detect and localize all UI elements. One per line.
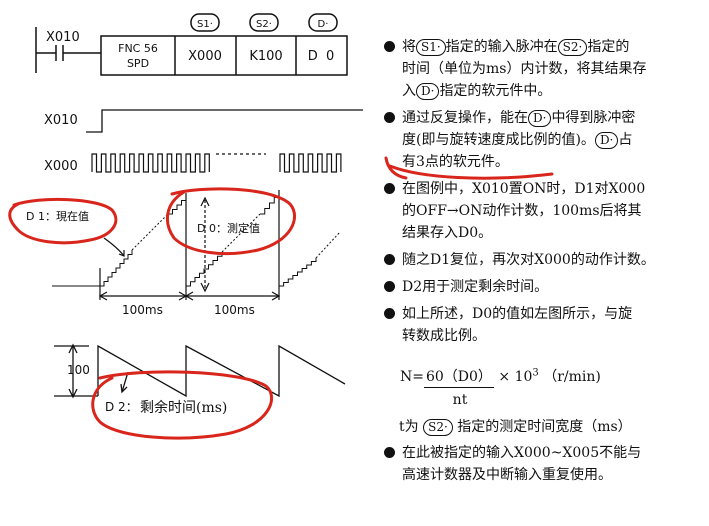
d2-annotation-a: D 2：: [105, 400, 138, 414]
circle-d1: [8, 197, 118, 245]
operand-badge: S2·: [423, 419, 453, 436]
tag-s1: [190, 13, 220, 32]
x000-label: X000: [44, 159, 78, 174]
ramp-3-dashed: [315, 231, 341, 259]
ramp-1-top: [168, 196, 187, 215]
interval-1-label: 100ms: [122, 303, 163, 317]
x000-pulse-train: [91, 153, 342, 173]
operand-badge: S2·: [557, 39, 588, 56]
ramp-2-dashed: [221, 213, 261, 253]
d1-counter-ramps: [52, 192, 341, 287]
bullet-dot: [384, 447, 395, 458]
pulse-group: [279, 153, 342, 173]
bullet-5: D2用于测定剩余时间。: [382, 276, 702, 298]
bullet-8: 在此被指定的输入X000~X005不能与 高速计数器及中断输入重复使用。: [382, 442, 702, 486]
operand-s2: K100: [249, 49, 282, 64]
interval-2-label: 100ms: [214, 303, 255, 317]
formula-numerator: 60（D0）: [423, 366, 494, 388]
value-100-label: 100: [67, 363, 90, 377]
red-markup: [8, 156, 554, 440]
bullet-dot: [384, 183, 395, 194]
formula-denominator: nt: [452, 392, 468, 408]
arrow-up: [200, 196, 210, 207]
bullet-dot: [384, 254, 395, 265]
x010-label: X010: [44, 113, 78, 128]
underline-hook: [384, 156, 408, 180]
tag-s2: [249, 13, 279, 32]
bullet-6: 如上所述，D0的值如左图所示，与旋 转数成比例。: [382, 303, 702, 347]
tag-d: [308, 13, 338, 32]
ramp-1-dashed: [131, 213, 169, 251]
t-definition: t为 S2· 指定的测定时间宽度（ms）: [399, 419, 632, 436]
d1-annotation: D 1：現在值: [26, 210, 89, 223]
ramp-3: [279, 258, 317, 287]
speed-formula: N=60（D0） × 103 （r/min) nt: [400, 366, 601, 408]
ramp-1: [100, 250, 133, 287]
bullet-dot: [384, 281, 395, 292]
ramp-2: [186, 252, 223, 287]
circle-d2: [91, 370, 273, 440]
circle-d0: [165, 187, 296, 256]
tag-s1-label: S1·: [197, 19, 213, 30]
operand-d: D 0: [308, 49, 335, 64]
ladder-diagram: [35, 13, 348, 76]
bullet-dot: [384, 112, 395, 123]
d2-sawtooth: [97, 344, 346, 398]
contact-label: X010: [46, 30, 80, 45]
tag-d-label: D·: [318, 19, 329, 30]
operand-badge: S1·: [416, 39, 446, 56]
operand-badge: D·: [594, 132, 619, 149]
x010-waveform: [86, 109, 363, 133]
instr-fnc: FNC 56: [118, 42, 158, 55]
tag-s2-label: S2·: [256, 19, 272, 30]
bullet-dot: [384, 308, 395, 319]
arrow-down: [200, 282, 210, 293]
d2-annotation-b: 剩余时间(ms): [140, 399, 227, 416]
d0-annotation: D 0：測定值: [197, 221, 260, 235]
d1-leader: [103, 237, 125, 257]
bullet-3: 在图例中，X010置ON时，D1对X000 的OFF→ON动作计数，100ms后…: [382, 178, 702, 244]
operand-badge: D·: [416, 83, 440, 100]
bullet-4: 随之D1复位，再次对X000的动作计数。: [382, 249, 702, 271]
operand-badge: D·: [528, 110, 552, 127]
instruction-box: [100, 35, 348, 76]
operand-s1: X000: [188, 49, 222, 64]
bullet-dot: [384, 41, 395, 52]
d2-leader: [121, 371, 129, 393]
underline-3points: [388, 164, 554, 180]
instr-mnemonic: SPD: [127, 57, 149, 70]
pulse-group: [91, 153, 210, 173]
